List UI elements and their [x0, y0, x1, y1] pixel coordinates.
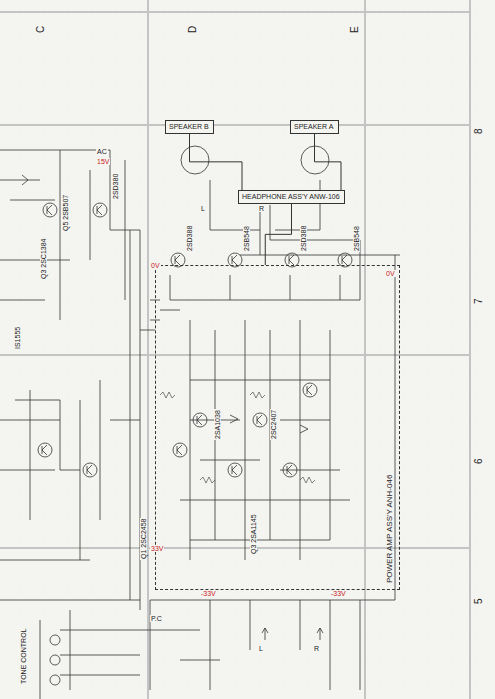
grid-letter: E	[350, 25, 360, 34]
part-name: 2SD380	[112, 173, 119, 200]
channel-mark: L	[258, 645, 264, 652]
voltage: 0V	[150, 262, 161, 269]
amp-assembly: POWER AMP ASS'Y ANH-046	[155, 265, 400, 590]
grid-number: 6	[474, 457, 484, 465]
wire	[190, 134, 243, 190]
wire	[315, 134, 342, 190]
grid-letter: C	[36, 25, 46, 34]
part-name: Q3 2SC1384	[40, 238, 47, 280]
part-name: 2SC2407	[270, 409, 277, 440]
channel-mark: L	[200, 205, 206, 212]
connector-name: P.C	[150, 615, 163, 622]
grid-number: 5	[474, 597, 484, 605]
voltage: 33V	[150, 545, 164, 552]
wire	[265, 204, 291, 265]
part-name: 2SA1038	[214, 409, 221, 440]
channel-mark: R	[258, 205, 265, 212]
part-name: Q3 2SA1145	[250, 513, 257, 555]
part-name: 2SD388	[186, 225, 193, 252]
assembly-title: POWER AMP ASS'Y ANH-046	[386, 475, 395, 583]
channel-mark: R	[313, 645, 320, 652]
part-name: 2SB548	[243, 225, 250, 252]
grid-letter: D	[188, 25, 198, 34]
part-name: 2SB548	[353, 225, 360, 252]
part-name: 2SD388	[300, 225, 307, 252]
speaker-terminal: SPEAKER B	[165, 120, 214, 134]
voltage: -33V	[330, 590, 347, 597]
voltage: 0V	[385, 270, 396, 277]
grid-number: 8	[474, 127, 484, 135]
terminal-name: AC	[96, 148, 108, 155]
part-name: IS1555	[14, 326, 21, 350]
part-name: Q1 2SC2458	[140, 518, 147, 560]
grid-number: 7	[474, 297, 484, 305]
headphone-assembly: HEADPHONE ASS'Y ANW-106	[238, 190, 345, 204]
note: TONE CONTROL	[20, 628, 27, 686]
part-name: Q5 2SB507	[62, 194, 69, 232]
voltage: 15V	[96, 158, 110, 165]
assembly-title: HEADPHONE ASS'Y ANW-106	[242, 193, 341, 201]
assembly-title: SPEAKER B	[169, 123, 210, 131]
assembly-title: SPEAKER A	[294, 123, 335, 131]
speaker-terminal: SPEAKER A	[290, 120, 339, 134]
voltage: -33V	[200, 590, 217, 597]
